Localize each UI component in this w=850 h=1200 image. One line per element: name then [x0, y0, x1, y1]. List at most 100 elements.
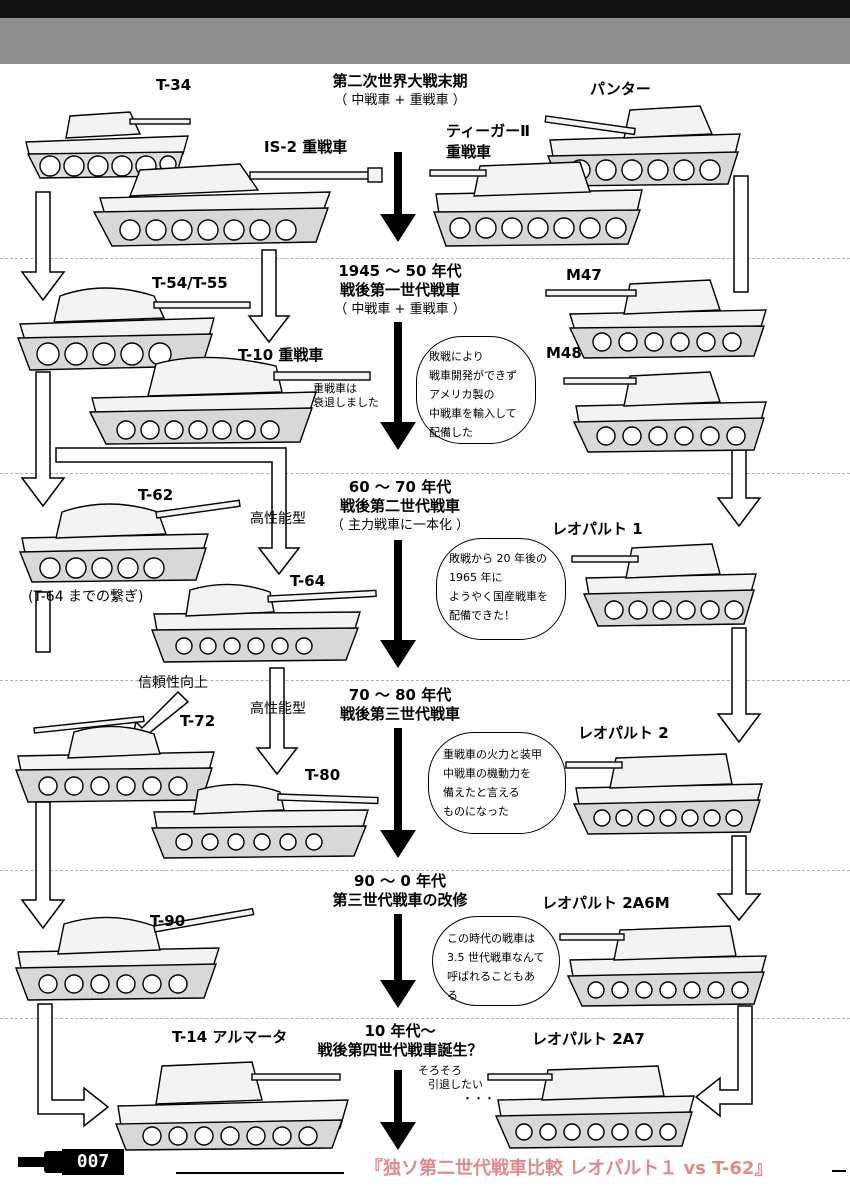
timeline-arrow — [380, 728, 416, 858]
bubble-line: 敗戦から 20 年後の — [449, 552, 547, 565]
speech-bubble-import: 敗戦により 戦車開発ができず アメリカ製の 中戦車を輸入して 配備した — [416, 336, 536, 444]
t64-interim-note: (T-64 までの繋ぎ) — [28, 589, 144, 605]
t80-label: T-80 — [305, 766, 341, 784]
tiger2-label-line: ティーガーⅡ — [446, 122, 530, 140]
era-divider — [0, 870, 850, 871]
speech-bubble-3-5-gen: この時代の戦車は 3.5 世代戦車なんて 呼ばれることもある — [432, 916, 560, 1006]
m48-label: M48 — [546, 344, 582, 362]
era-title: 戦後第三世代戦車 — [339, 705, 460, 723]
era-divider — [0, 1018, 850, 1019]
t64-label: T-64 — [290, 572, 326, 590]
era-second-gen: 60 ～ 70 年代 戦後第二世代戦車 （ 主力戦車に一本化 ） — [300, 478, 500, 535]
reliability-note: 信頼性向上 — [138, 675, 208, 691]
high-perf-note-2: 高性能型 — [250, 701, 306, 717]
t10-tank-illustration — [86, 344, 376, 448]
t90-label: T-90 — [150, 912, 186, 930]
tiger2-label: ティーガーⅡ 重戦車 — [446, 120, 530, 162]
t54-tank-illustration — [14, 268, 254, 372]
t64-tank-illustration — [150, 574, 380, 664]
is2-tank-illustration — [90, 150, 390, 250]
footer-rule — [176, 1172, 344, 1174]
bubble-line: ようやく国産戦車を — [449, 590, 548, 603]
leopard2a7-tank-illustration — [487, 1052, 698, 1152]
t62-label: T-62 — [138, 486, 174, 504]
bubble-line: この時代の戦車は — [447, 932, 535, 945]
heavy-decline-note: 重戦車は 衰退しました — [313, 382, 379, 410]
era-subtitle: （ 中戦車 + 重戦車 ） — [334, 302, 466, 317]
era-divider — [0, 258, 850, 259]
m47-label: M47 — [566, 266, 602, 284]
timeline-arrow — [380, 322, 416, 450]
leopard2-label: レオパルト 2 — [578, 724, 669, 742]
t54-label: T-54/T-55 — [152, 274, 228, 292]
panther-label: パンター — [590, 80, 651, 98]
era-title: 90 ～ 0 年代 — [354, 872, 446, 890]
page-number: 007 — [62, 1149, 124, 1175]
bubble-line: ものになった — [443, 805, 509, 818]
era-title: 戦後第二世代戦車 — [339, 497, 460, 515]
era-subtitle: （ 中戦車 + 重戦車 ） — [334, 93, 466, 108]
page-number-tab-icon — [44, 1151, 66, 1173]
note-line: そろそろ — [418, 1064, 462, 1077]
page-number-tab-icon — [18, 1157, 64, 1167]
note-line: 衰退しました — [313, 396, 379, 409]
t34-label: T-34 — [156, 76, 192, 94]
timeline-arrow — [380, 540, 416, 668]
t72-label: T-72 — [180, 712, 216, 730]
m48-tank-illustration — [560, 358, 770, 454]
bubble-line: アメリカ製の — [429, 388, 495, 401]
era-fourth-gen: 10 年代～ 戦後第四世代戦車誕生？ — [290, 1022, 510, 1060]
era-title: 第三世代戦車の改修 — [332, 891, 468, 909]
bubble-line: 配備した — [429, 426, 473, 439]
top-bar — [0, 0, 850, 18]
leopard1-tank-illustration — [571, 526, 760, 628]
leopard2a6m-label: レオパルト 2A6M — [542, 894, 670, 912]
footer-title: 『独ソ第二世代戦車比較 レオパルト１ vs T-62』 — [365, 1158, 773, 1179]
era-divider — [0, 473, 850, 474]
retire-note: そろそろ 引退したい ・・・ — [418, 1064, 495, 1106]
header-band — [0, 18, 850, 64]
is2-label: IS-2 重戦車 — [264, 138, 348, 156]
bubble-line: 1965 年に — [449, 571, 503, 584]
era-third-gen: 70 ～ 80 年代 戦後第三世代戦車 — [300, 686, 500, 724]
era-title: 戦後第一世代戦車 — [339, 281, 460, 299]
speech-bubble-domestic: 敗戦から 20 年後の 1965 年に ようやく国産戦車を 配備できた！ — [436, 538, 566, 640]
era-title: 1945 ～ 50 年代 — [338, 262, 462, 280]
era-divider — [0, 680, 850, 681]
bubble-line: 敗戦により — [429, 350, 484, 363]
bubble-line: 備えたと言える — [443, 786, 520, 799]
era-title: 70 ～ 80 年代 — [348, 686, 452, 704]
leopard1-label: レオパルト 1 — [552, 520, 643, 538]
bubble-line: 重戦車の火力と装甲 — [443, 748, 542, 761]
bubble-line: 中戦車の機動力を — [443, 767, 531, 780]
speech-bubble-third-gen: 重戦車の火力と装甲 中戦車の機動力を 備えたと言える ものになった — [428, 732, 566, 834]
t14-tank-illustration — [112, 1040, 352, 1152]
t10-label: T-10 重戦車 — [238, 346, 324, 364]
era-third-gen-upgrade: 90 ～ 0 年代 第三世代戦車の改修 — [300, 872, 500, 910]
tiger2-tank-illustration — [429, 150, 650, 250]
t90-tank-illustration — [14, 907, 259, 1004]
era-title: 戦後第四世代戦車誕生？ — [317, 1041, 483, 1059]
era-first-gen: 1945 ～ 50 年代 戦後第一世代戦車 （ 中戦車 + 重戦車 ） — [300, 262, 500, 319]
t72-tank-illustration — [14, 712, 254, 806]
era-title: 60 ～ 70 年代 — [348, 478, 452, 496]
m47-tank-illustration — [540, 268, 770, 360]
timeline-arrow — [380, 914, 416, 1008]
era-subtitle: （ 主力戦車に一本化 ） — [330, 518, 470, 533]
leopard2-tank-illustration — [565, 742, 766, 838]
leopard2a7-label: レオパルト 2A7 — [532, 1030, 645, 1048]
note-line: 引退したい — [428, 1078, 483, 1091]
era-title: 10 年代～ — [364, 1022, 436, 1040]
t62-tank-illustration — [18, 490, 243, 586]
timeline-arrow — [380, 152, 416, 242]
footer-rule — [832, 1170, 846, 1172]
bubble-line: 配備できた！ — [449, 609, 515, 622]
bubble-line: 呼ばれることもある — [447, 970, 535, 1002]
leopard2a6m-tank-illustration — [559, 914, 770, 1010]
note-line: ・・・ — [462, 1092, 495, 1105]
bubble-line: 3.5 世代戦車なんて — [447, 951, 545, 964]
era-title: 第二次世界大戦末期 — [332, 72, 468, 90]
timeline-arrow — [380, 1070, 416, 1150]
note-line: 重戦車は — [313, 382, 357, 395]
t80-tank-illustration — [150, 776, 382, 860]
